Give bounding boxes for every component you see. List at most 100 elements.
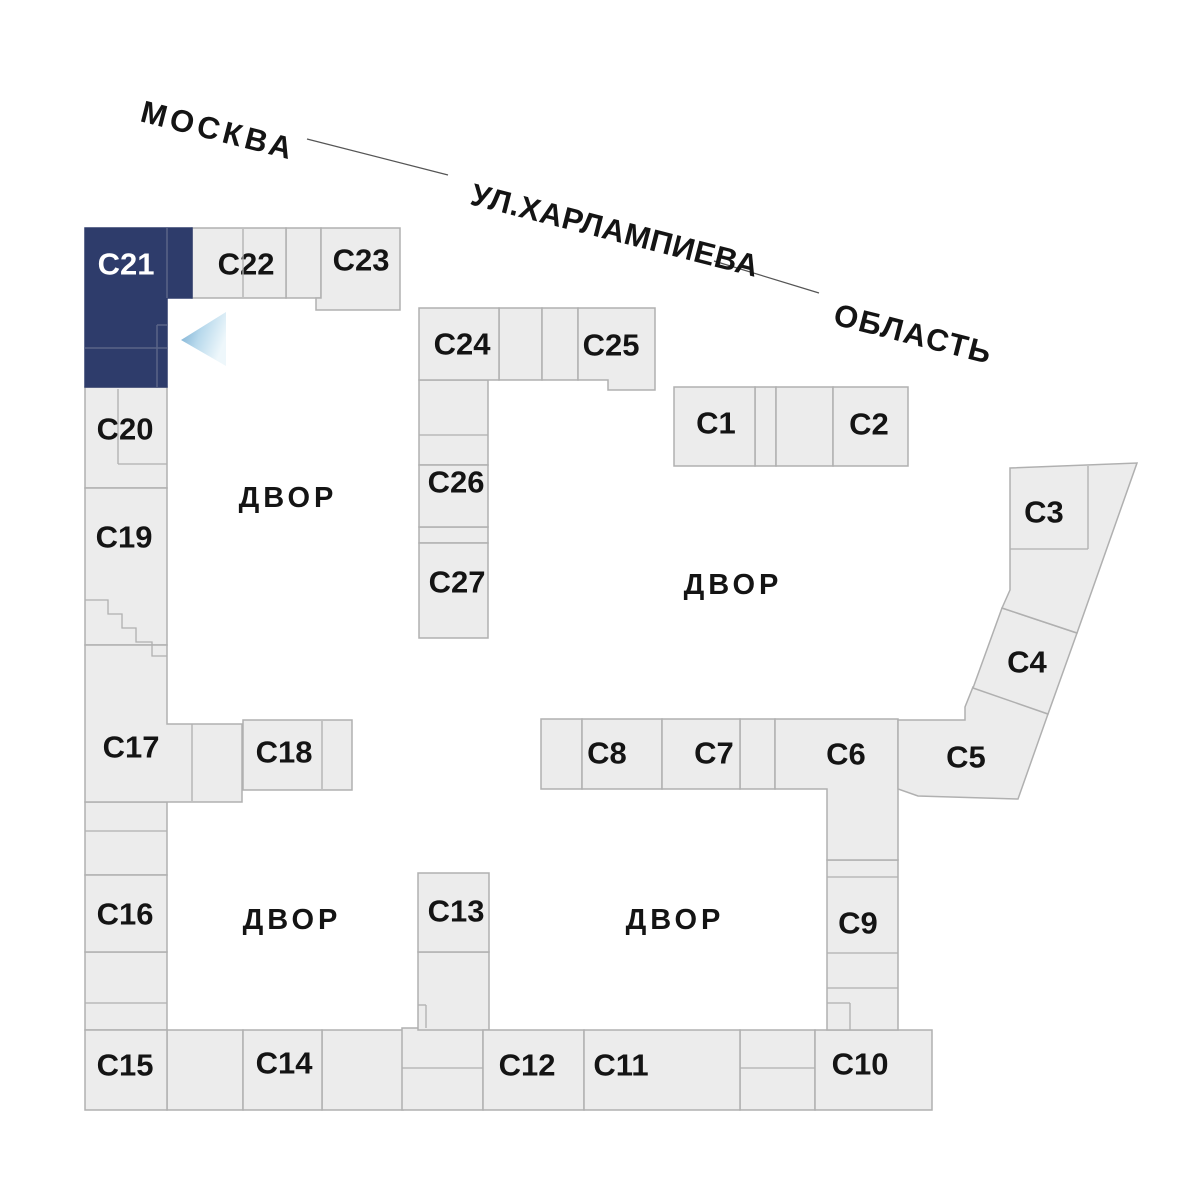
building-section xyxy=(84,951,168,1031)
building-label[interactable]: С21 xyxy=(98,247,155,282)
building-label[interactable]: С11 xyxy=(593,1048,648,1083)
building-shape[interactable] xyxy=(417,872,490,953)
building-label[interactable]: С13 xyxy=(428,894,485,929)
building-shape[interactable] xyxy=(242,719,353,791)
building-С11[interactable]: С11 xyxy=(583,1029,741,1111)
building-section xyxy=(739,718,776,790)
building-С10[interactable]: С10 xyxy=(814,1029,933,1111)
building-section xyxy=(754,386,777,467)
building-section xyxy=(84,801,168,876)
building-label[interactable]: С3 xyxy=(1024,495,1064,530)
courtyard-label: ДВОР xyxy=(239,482,338,514)
building-shape[interactable] xyxy=(832,386,909,467)
building-shape[interactable] xyxy=(661,718,741,790)
street-line xyxy=(713,260,820,294)
building-shape[interactable] xyxy=(84,874,168,953)
building-section xyxy=(418,379,489,466)
building-С14[interactable]: С14 xyxy=(242,1029,323,1111)
building-С18[interactable]: С18 xyxy=(242,719,353,791)
building-shape[interactable] xyxy=(242,1029,323,1111)
building-С4[interactable]: С4 xyxy=(972,607,1078,715)
building-label[interactable]: С2 xyxy=(849,407,889,442)
building-С8[interactable]: С8 xyxy=(581,718,663,790)
building-shape[interactable] xyxy=(583,1029,741,1111)
building-section xyxy=(401,1027,484,1111)
building-С7[interactable]: С7 xyxy=(661,718,741,790)
building-С23[interactable]: С23 xyxy=(315,227,401,311)
building-С22[interactable]: С22 xyxy=(191,227,287,299)
building-section xyxy=(417,951,490,1031)
building-label[interactable]: С22 xyxy=(218,247,275,282)
building-С15[interactable]: С15 xyxy=(84,1029,168,1111)
building-section xyxy=(739,1029,816,1111)
building-С21[interactable]: С21 xyxy=(84,227,193,388)
building-label[interactable]: С1 xyxy=(696,406,736,441)
building-label[interactable]: С16 xyxy=(97,897,154,932)
building-label[interactable]: С26 xyxy=(428,465,485,500)
building-label[interactable]: С7 xyxy=(694,736,734,771)
courtyard-label: ДВОР xyxy=(626,904,725,936)
building-shape[interactable] xyxy=(84,644,243,803)
building-shape[interactable] xyxy=(418,542,489,639)
building-С26[interactable]: С26 xyxy=(418,464,489,528)
street-city-label: МОСКВА xyxy=(137,94,299,167)
building-С16[interactable]: С16 xyxy=(84,874,168,953)
street-region-label: ОБЛАСТЬ xyxy=(830,297,996,371)
building-label[interactable]: С19 xyxy=(96,520,153,555)
building-С1[interactable]: С1 xyxy=(673,386,756,467)
building-section xyxy=(285,227,322,299)
building-label[interactable]: С25 xyxy=(583,328,640,363)
building-shape[interactable] xyxy=(315,227,401,311)
building-С3[interactable]: С3 xyxy=(1000,462,1139,634)
selected-building-arrow-icon xyxy=(181,312,226,366)
building-section xyxy=(166,1029,244,1111)
building-С2[interactable]: С2 xyxy=(832,386,909,467)
building-С27[interactable]: С27 xyxy=(418,542,489,639)
building-label[interactable]: С5 xyxy=(946,740,986,775)
building-label[interactable]: С17 xyxy=(103,730,160,765)
building-С24[interactable]: С24 xyxy=(418,307,500,381)
building-section xyxy=(498,307,543,381)
street-name-label: УЛ.ХАРЛАМПИЕВА xyxy=(467,177,762,284)
building-section xyxy=(541,307,579,381)
building-shape[interactable] xyxy=(774,718,899,861)
building-shape[interactable] xyxy=(84,487,168,646)
stairs-outline xyxy=(85,599,167,657)
building-shape[interactable] xyxy=(577,307,656,391)
building-shape[interactable] xyxy=(826,859,899,1031)
building-label[interactable]: С24 xyxy=(434,327,492,362)
building-shape[interactable] xyxy=(1000,462,1139,634)
building-label[interactable]: С9 xyxy=(838,906,878,941)
building-section xyxy=(321,1029,404,1111)
building-label[interactable]: С23 xyxy=(333,243,390,278)
building-С17[interactable]: С17 xyxy=(84,644,243,803)
building-label[interactable]: С10 xyxy=(832,1047,889,1082)
building-label[interactable]: С27 xyxy=(429,565,486,600)
building-section xyxy=(418,526,489,544)
building-shape[interactable] xyxy=(84,1029,168,1111)
building-shape[interactable] xyxy=(418,464,489,528)
building-section xyxy=(540,718,583,790)
building-С6[interactable]: С6 xyxy=(774,718,899,861)
building-С12[interactable]: С12 xyxy=(482,1029,585,1111)
building-С19[interactable]: С19 xyxy=(84,487,168,646)
building-shape[interactable] xyxy=(673,386,756,467)
building-label[interactable]: С20 xyxy=(97,412,154,447)
building-label[interactable]: С4 xyxy=(1007,645,1047,680)
building-С9[interactable]: С9 xyxy=(826,859,899,1031)
building-label[interactable]: С6 xyxy=(826,737,866,772)
building-label[interactable]: С12 xyxy=(499,1048,556,1083)
building-label[interactable]: С15 xyxy=(97,1048,154,1083)
building-label[interactable]: С14 xyxy=(256,1046,314,1081)
building-С25[interactable]: С25 xyxy=(577,307,656,391)
building-label[interactable]: С8 xyxy=(587,736,627,771)
courtyard-label: ДВОР xyxy=(684,569,783,601)
building-С13[interactable]: С13 xyxy=(417,872,490,953)
building-label[interactable]: С18 xyxy=(256,735,313,770)
building-shape[interactable] xyxy=(418,307,500,381)
building-С20[interactable]: С20 xyxy=(84,386,168,489)
building-section xyxy=(775,386,834,467)
courtyard-label: ДВОР xyxy=(243,904,342,936)
